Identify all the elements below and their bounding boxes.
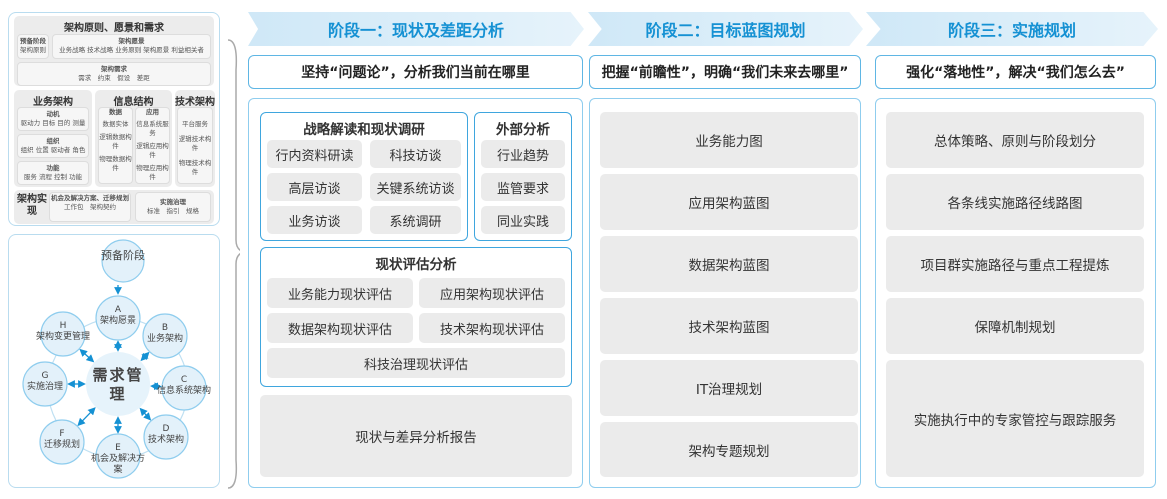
stage-3-header: 阶段三：实施规划 — [866, 12, 1158, 46]
bidirectional-arrow — [139, 407, 152, 421]
principles-section: 架构原则、愿景和需求 预备阶段架构原则 架构愿景业务战略 技术战略 业务原则 架… — [14, 16, 214, 86]
assessment-item: 应用架构现状评估 — [419, 278, 565, 308]
assess-title: 现状评估分析 — [375, 257, 457, 273]
stage-2-header: 阶段二：目标蓝图规划 — [588, 12, 863, 46]
gap-analysis-report: 现状与差异分析报告 — [260, 395, 572, 477]
technology-architecture: 技术架构 平台服务逻辑技术构件物理技术构件 — [175, 90, 215, 187]
prep-phase-node — [101, 239, 145, 283]
governance-box: 实施治理标准 指引 规格 — [135, 192, 211, 222]
research-item: 系统调研 — [370, 206, 461, 234]
research-item: 关键系统访谈 — [370, 173, 461, 201]
opportunities-box: 机会及解决方案、迁移规划工作包 架构契约 — [49, 192, 131, 222]
phase-node-c — [161, 365, 207, 411]
assessment-item: 科技治理现状评估 — [267, 348, 565, 378]
implementation-item: 实施执行中的专家管控与跟踪服务 — [886, 360, 1144, 477]
phase-node-e — [95, 433, 141, 479]
architecture-implementation: 架构实现 机会及解决方案、迁移规划工作包 架构契约 实施治理标准 指引 规格 — [14, 190, 214, 224]
tech-column: 平台服务逻辑技术构件物理技术构件 — [177, 107, 213, 184]
phase-node-b — [142, 313, 188, 359]
external-title: 外部分析 — [496, 122, 550, 138]
blueprint-item: IT治理规划 — [600, 360, 858, 416]
assessment-item: 业务能力现状评估 — [267, 278, 413, 308]
bidirectional-arrow — [79, 348, 95, 363]
requirements-box: 架构需求需求 约束 假设 差距 — [17, 62, 211, 86]
principles-title: 架构原则、愿景和需求 — [64, 23, 164, 34]
phase-node-g — [22, 361, 68, 407]
current-assessment-box: 现状评估分析 业务能力现状评估应用架构现状评估数据架构现状评估技术架构现状评估科… — [260, 247, 572, 387]
phase-node-f — [39, 419, 85, 465]
strategy-research-box: 战略解读和现状调研 行内资料研读科技访谈高层访谈关键系统访谈业务访谈系统调研 — [260, 112, 468, 241]
phase-node-a — [95, 295, 141, 341]
assessment-item: 技术架构现状评估 — [419, 313, 565, 343]
external-item: 监管要求 — [481, 173, 565, 201]
stage-2-subtitle: 把握“前瞻性”，明确“我们未来去哪里” — [589, 55, 861, 89]
data-column: 数据数据实体逻辑数据构件物理数据构件 — [98, 107, 133, 184]
stage-3-subtitle: 强化“落地性”，解决“我们怎么去” — [875, 55, 1156, 89]
stage-2-panel: 业务能力图应用架构蓝图数据架构蓝图技术架构蓝图 IT治理规划架构专题规划 — [589, 98, 861, 488]
stage-1-panel: 战略解读和现状调研 行内资料研读科技访谈高层访谈关键系统访谈业务访谈系统调研 外… — [248, 98, 583, 488]
assessment-item: 数据架构现状评估 — [267, 313, 413, 343]
tech-title: 技术架构 — [175, 97, 215, 108]
blueprint-item: 架构专题规划 — [600, 422, 858, 477]
center-circle — [86, 352, 150, 416]
adm-cycle-diagram — [22, 39, 240, 489]
blueprint-item: 业务能力图 — [600, 112, 858, 168]
external-item: 行业趋势 — [481, 140, 565, 168]
research-item: 高层访谈 — [267, 173, 362, 201]
prep-phase-label: 预备阶段 — [101, 249, 145, 262]
implementation-item: 各条线实施路径线路图 — [886, 174, 1144, 230]
research-item: 行内资料研读 — [267, 140, 362, 168]
bidirectional-arrow — [140, 351, 150, 362]
biz-title: 业务架构 — [33, 97, 73, 108]
external-item: 同业实践 — [481, 206, 565, 234]
implementation-item: 项目群实施路径与重点工程提炼 — [886, 236, 1144, 292]
business-architecture: 业务架构 动机驱动力 目标 目的 测量 组织组织 位置 驱动者 角色 功能服务 … — [14, 90, 92, 187]
app-column: 应用信息系统服务逻辑应用构件物理应用构件 — [135, 107, 170, 184]
info-title: 信息结构 — [113, 97, 154, 108]
phase-node-h — [40, 311, 86, 357]
implementation-item: 保障机制规划 — [886, 298, 1144, 354]
biz-group: 动机驱动力 目标 目的 测量 — [17, 107, 89, 131]
stage-3-panel: 总体策略、原则与阶段划分各条线实施路径线路图项目群实施路径与重点工程提炼保障机制… — [875, 98, 1156, 488]
biz-group: 组织组织 位置 驱动者 角色 — [17, 134, 89, 158]
implementation-item: 总体策略、原则与阶段划分 — [886, 112, 1144, 168]
center-label: 需求管理 — [92, 366, 144, 403]
stage-1-subtitle: 坚持“问题论”，分析我们当前在哪里 — [248, 55, 583, 89]
vision-box: 架构愿景业务战略 技术战略 业务原则 架构愿景 利益相关者 — [52, 34, 211, 59]
information-structure: 信息结构 数据数据实体逻辑数据构件物理数据构件 应用信息系统服务逻辑应用构件物理… — [95, 90, 172, 187]
togaf-content-panel: 架构原则、愿景和需求 预备阶段架构原则 架构愿景业务战略 技术战略 业务原则 架… — [8, 12, 220, 226]
blueprint-item: 数据架构蓝图 — [600, 236, 858, 292]
impl-title: 架构实现 — [17, 194, 47, 217]
phase-node-d — [143, 414, 189, 460]
bracket — [227, 39, 240, 489]
blueprint-item: 应用架构蓝图 — [600, 174, 858, 230]
blueprint-item: 技术架构蓝图 — [600, 298, 858, 354]
stage-1-header: 阶段一：现状及差距分析 — [248, 12, 584, 46]
bidirectional-arrow — [77, 407, 96, 427]
research-item: 业务访谈 — [267, 206, 362, 234]
research-item: 科技访谈 — [370, 140, 461, 168]
biz-group: 功能服务 流程 控制 功能 — [17, 161, 89, 185]
prep-box: 预备阶段架构原则 — [17, 34, 49, 59]
strategy-title: 战略解读和现状调研 — [303, 122, 425, 138]
external-analysis-box: 外部分析 行业趋势监管要求同业实践 — [474, 112, 572, 241]
